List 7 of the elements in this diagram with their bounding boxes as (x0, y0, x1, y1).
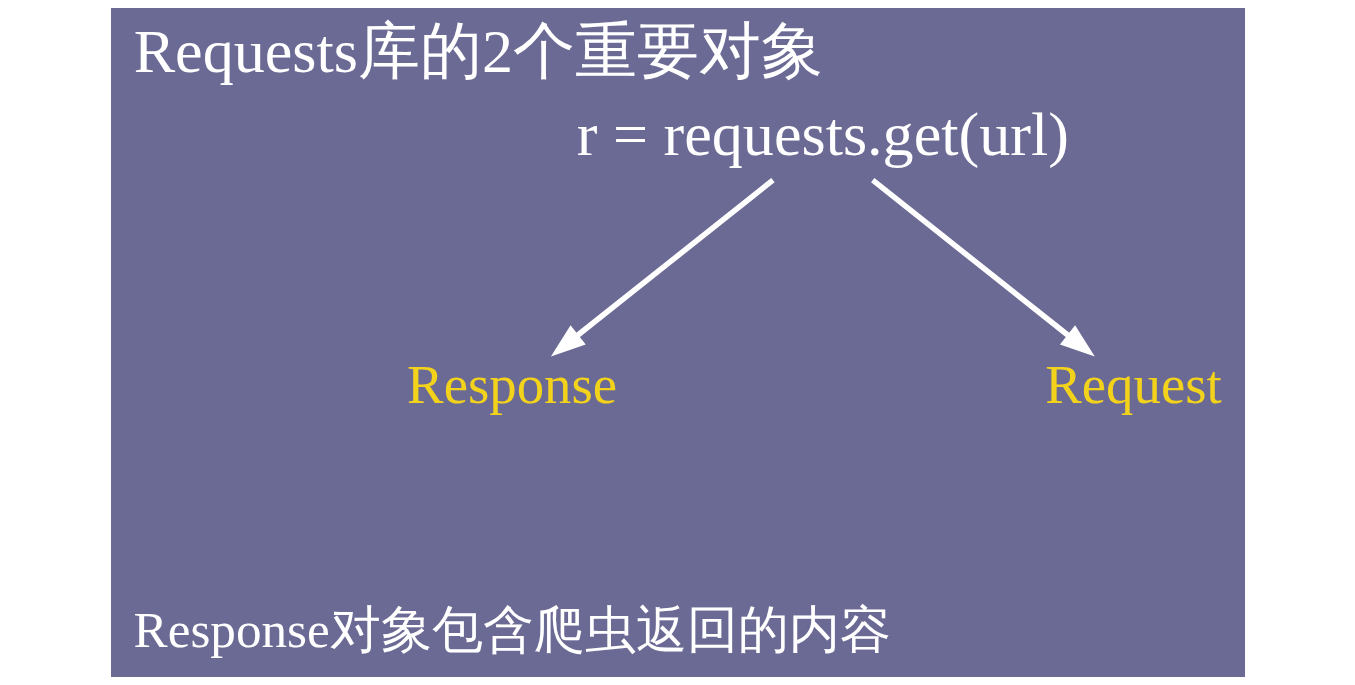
arrow (870, 178, 1095, 357)
diagram-title: Requests库的2个重要对象 (133, 17, 823, 86)
node-text: Request (1044, 353, 1222, 415)
node-text: Response (406, 353, 617, 415)
label: Response对象包含爬虫返回的内容 (133, 600, 891, 658)
arrow (550, 178, 775, 357)
node-text: r = requests.get(url) (576, 99, 1069, 168)
